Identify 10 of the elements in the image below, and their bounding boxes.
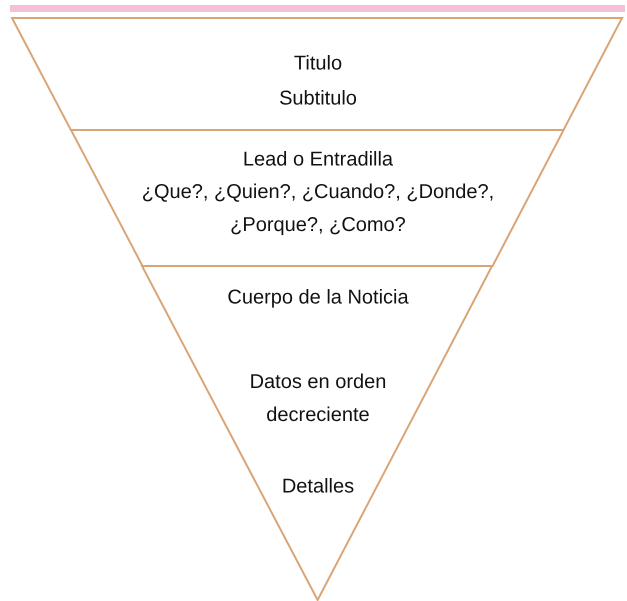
section-text: Datos en orden decreciente xyxy=(248,370,388,428)
section-text: Subtitulo xyxy=(278,86,358,112)
section-text: Cuerpo de la Noticia xyxy=(226,286,410,310)
section-text: Lead o Entradilla xyxy=(242,148,394,172)
section-text: ¿Que?, ¿Quien?, ¿Cuando?, ¿Donde?, ¿Porque?, ¿Como? xyxy=(140,180,496,238)
funnel-section xyxy=(142,266,492,600)
section-text: Detalles xyxy=(280,474,356,500)
funnel-section xyxy=(70,130,564,266)
section-text: Titulo xyxy=(292,52,344,76)
funnel-section xyxy=(12,18,622,130)
